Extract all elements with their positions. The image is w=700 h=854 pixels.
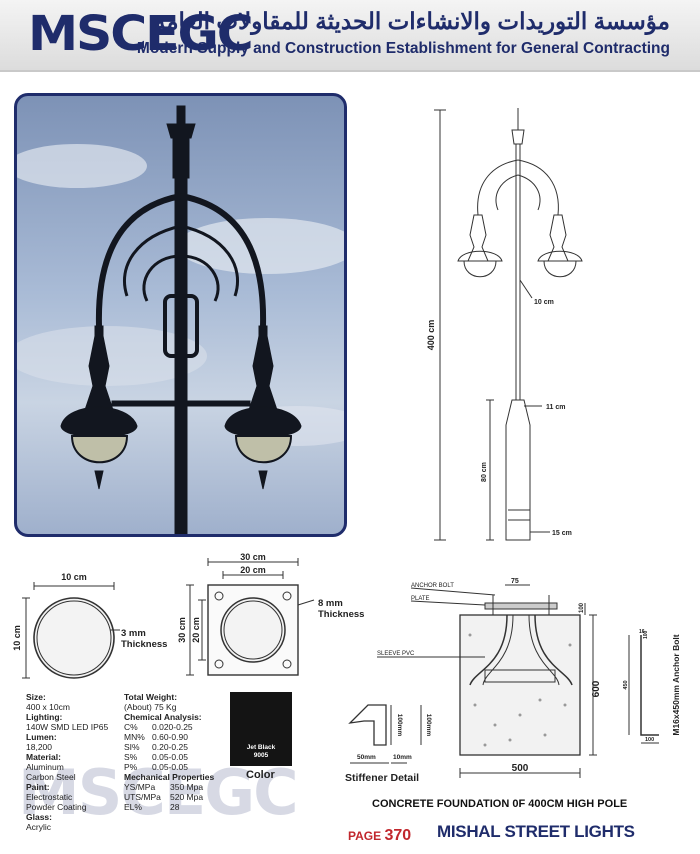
- pole-top-diameter-label: 10 cm: [534, 299, 554, 306]
- street-light-photo: [14, 93, 347, 537]
- section-width-label: 10 cm: [61, 572, 87, 582]
- anchor-bolt-label: ANCHOR BOLT: [411, 583, 454, 589]
- page-number: PAGE 370: [348, 827, 411, 845]
- page-word: PAGE: [348, 829, 382, 843]
- watermark-logo: MSCEGC: [18, 756, 299, 829]
- page-number-value: 370: [384, 827, 412, 844]
- spec-lighting-label: Lighting:: [26, 712, 63, 722]
- section-thickness-word: Thickness: [121, 639, 167, 650]
- spec-glass-value: Acrylic: [26, 822, 52, 832]
- header: MSCEGC مؤسسة التوريدات والانشاءات الحديث…: [0, 0, 700, 72]
- sleeve-pvc-label: SLEEVE PVC: [377, 651, 415, 657]
- mechanical-properties-label: Mechanical Properties: [124, 772, 215, 782]
- plate-thickness-word: Thickness: [318, 609, 364, 620]
- color-name: Jet Black: [246, 744, 276, 751]
- specs-right: Total Weight: (About) 75 Kg Chemical Ana…: [124, 692, 214, 812]
- plate-inner-width-label: 20 cm: [240, 565, 266, 575]
- pole-cross-section: 10 cm 10 cm 3 mm Thickness: [12, 572, 167, 679]
- spec-lumen-value: 18,200: [26, 742, 52, 752]
- spec-material-value: Aluminum: [26, 762, 64, 772]
- spec-size-value: 400 x 10cm: [26, 702, 70, 712]
- section-thickness-value: 3 mm: [121, 628, 146, 639]
- chem-row: P%0.05-0.05: [124, 762, 188, 772]
- plate-outer-width-label: 30 cm: [240, 552, 266, 562]
- anchor-bolt-size-label: M16x450mm Anchor Bolt: [671, 634, 681, 735]
- spec-paint-value: Electrostatic: [26, 792, 73, 802]
- pole-mid-diameter-label: 11 cm: [546, 404, 565, 411]
- specs-left: Size: 400 x 10cm Lighting: 140W SMD LED …: [26, 692, 108, 832]
- spec-size-label: Size:: [26, 692, 46, 702]
- spec-paint-value-2: Powder Coating: [26, 802, 87, 812]
- foundation-depth-label: 600: [591, 680, 602, 697]
- foundation-title: CONCRETE FOUNDATION 0F 400CM HIGH POLE: [372, 798, 628, 810]
- stiffener-width-2: 10mm: [393, 754, 412, 761]
- anchor-bolt-hook-label: 100: [645, 737, 654, 743]
- stiffener-height-2: 100mm: [425, 714, 432, 737]
- plate-thickness-value: 8 mm: [318, 598, 343, 609]
- pole-height-label: 400 cm: [426, 320, 436, 351]
- total-weight-value: (About) 75 Kg: [124, 702, 177, 712]
- color-swatch: Jet Black 9005: [230, 692, 292, 766]
- base-height-label: 80 cm: [481, 462, 488, 482]
- foundation-width-label: 500: [512, 763, 529, 774]
- arabic-company-name: مؤسسة التوريدات والانشاءات الحديثة للمقا…: [153, 8, 670, 34]
- color-label: Color: [246, 769, 275, 781]
- spec-glass-label: Glass:: [26, 812, 52, 822]
- company-logo: MSCEGC: [28, 6, 254, 62]
- spec-material-value-2: Carbon Steel: [26, 772, 76, 782]
- spec-lumen-label: Lumen:: [26, 732, 57, 742]
- anchor-bolt-top-label: 16: [639, 629, 645, 635]
- chem-row: SI%0.20-0.25: [124, 742, 188, 752]
- spec-material-label: Material:: [26, 752, 61, 762]
- english-company-name: Modern Supply and Construction Establish…: [136, 40, 670, 57]
- anchor-bolt-length-label: 450: [623, 680, 629, 689]
- anchor-bolt-top2-label: 100: [643, 630, 649, 639]
- base-diameter-label: 15 cm: [552, 530, 572, 537]
- color-code: 9005: [253, 752, 269, 759]
- chemical-analysis-label: Chemical Analysis:: [124, 712, 202, 722]
- chem-row: S%0.05-0.05: [124, 752, 188, 762]
- spec-lighting-value: 140W SMD LED IP65: [26, 722, 109, 732]
- pole-elevation-drawing: 400 cm 10 cm 11 cm 80 cm 15 cm: [426, 108, 583, 541]
- stiffener-detail-label: Stiffener Detail: [345, 772, 419, 784]
- section-height-label: 10 cm: [12, 625, 22, 651]
- plate-inner-height-label: 20 cm: [191, 617, 201, 643]
- plate-dimension-label: 100: [579, 602, 585, 613]
- total-weight-label: Total Weight:: [124, 692, 178, 702]
- mech-row: EL%28: [124, 802, 180, 812]
- street-light-silhouette: [17, 105, 344, 534]
- stiffener-height-1: 100mm: [396, 714, 403, 737]
- plate-label: PLATE: [411, 596, 430, 602]
- top-dimension-label: 75: [511, 578, 519, 585]
- spec-paint-label: Paint:: [26, 782, 50, 792]
- chem-row: C%0.020-0.25: [124, 722, 193, 732]
- brand-name: MISHAL STREET LIGHTS: [437, 822, 635, 841]
- chem-row: MN%0.60-0.90: [124, 732, 188, 742]
- base-plate-drawing: 30 cm 20 cm 30 cm 20 cm 8 mm Thickness: [178, 552, 364, 676]
- stiffener-width-1: 50mm: [357, 754, 376, 761]
- concrete-foundation-drawing: ANCHOR BOLT PLATE SLEEVE PVC 75 100 600 …: [345, 578, 681, 784]
- plate-outer-height-label: 30 cm: [178, 617, 187, 643]
